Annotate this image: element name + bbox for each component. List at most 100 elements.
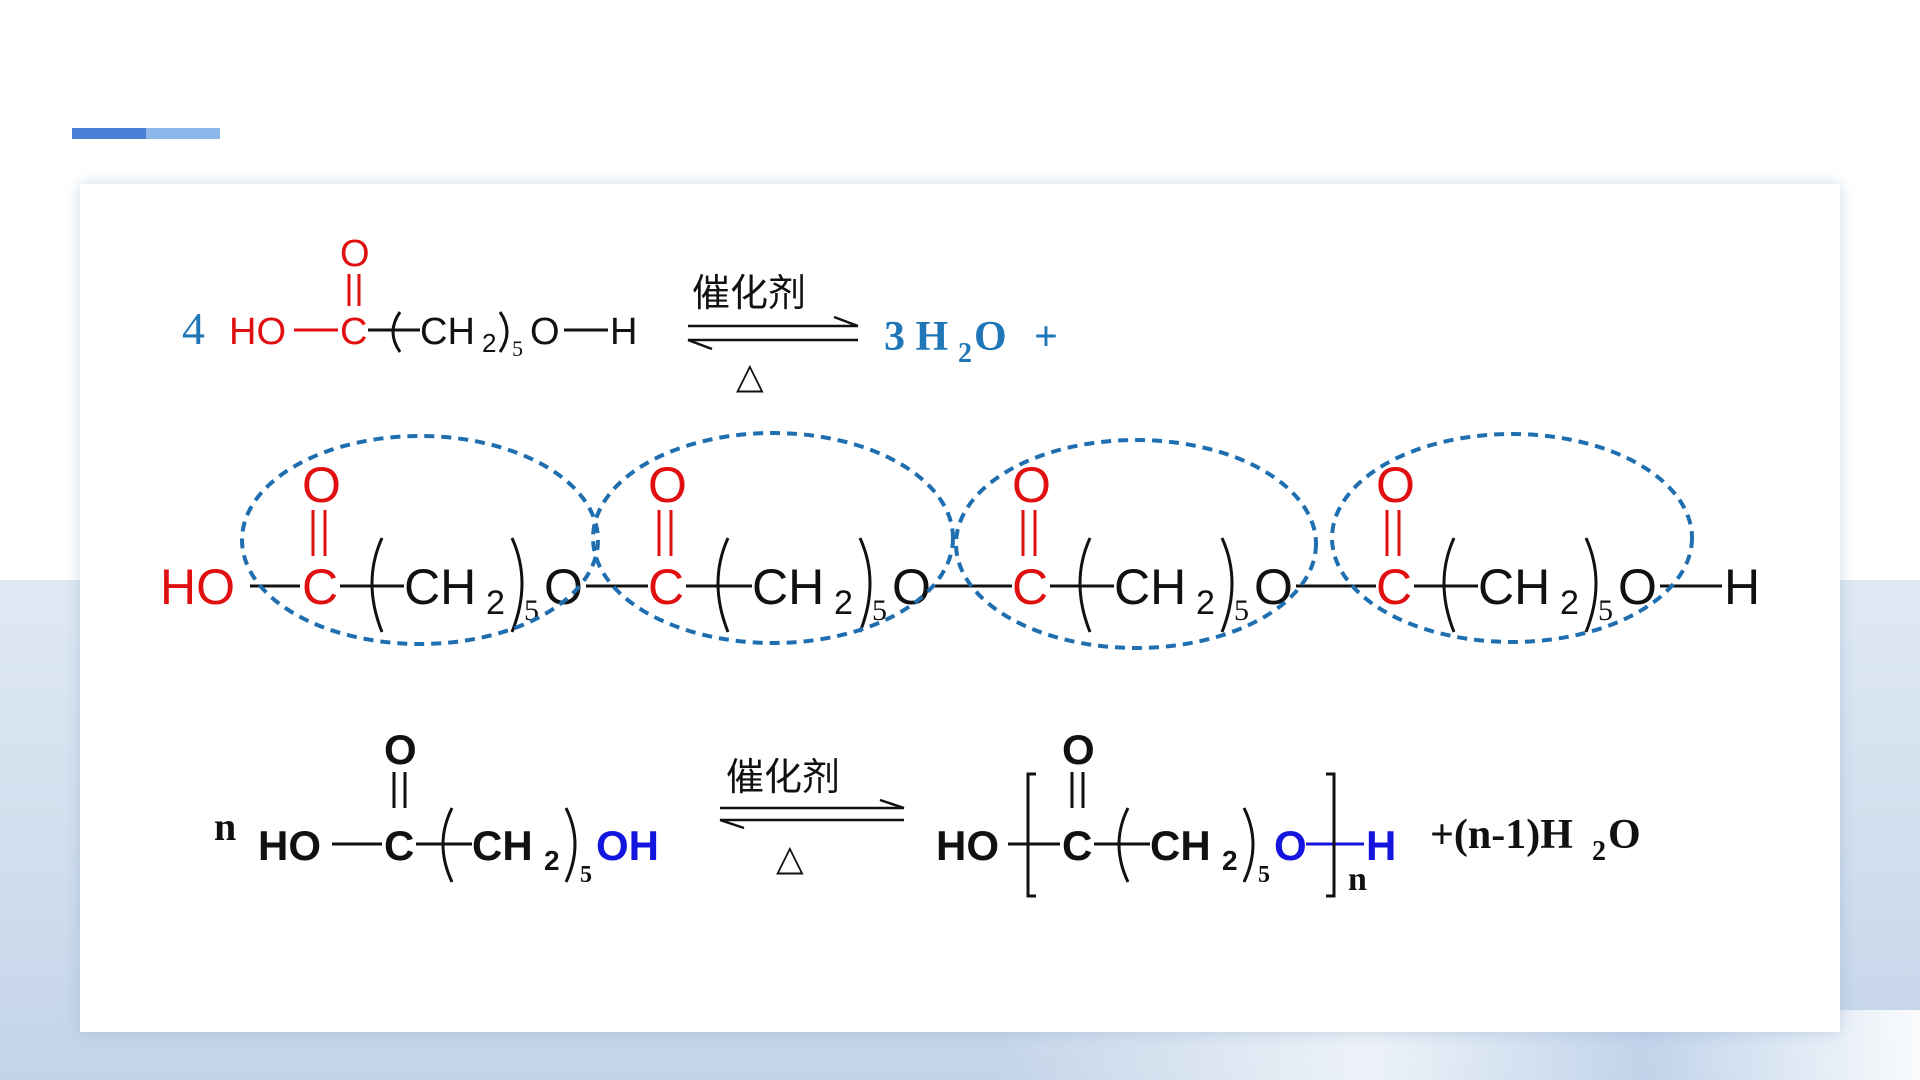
eq2-product-ch: CH — [1150, 822, 1211, 869]
eq2-product-subscript-n: n — [1348, 861, 1367, 898]
eq2-close-paren — [564, 807, 577, 883]
eq2-reactant-carbonyl-oxygen: O — [384, 726, 417, 773]
eq1-coefficient: 4 — [182, 303, 205, 354]
eq2-reverse-arrow-head — [719, 818, 745, 830]
polyester-chain: HO O C CH 2 5 O O C CH 2 — [160, 431, 1760, 650]
chain-unit-4-ch: CH — [1478, 559, 1550, 615]
chain-unit-3: O C CH 2 5 O — [934, 457, 1293, 633]
eq1-heat-symbol: △ — [736, 356, 764, 397]
eq1-reactant-sub5: 5 — [512, 336, 523, 361]
chain-terminal-h: H — [1724, 559, 1760, 615]
chain-unit-1-close-paren — [510, 537, 524, 633]
reaction-diagram: 4 O HO C CH 2 5 O H 催化剂 △ 3 H — [160, 233, 1760, 898]
chain-unit-4-open-paren — [1442, 537, 1456, 633]
chain-unit-1-ch: CH — [404, 559, 476, 615]
chain-unit-1-carbon: C — [302, 559, 338, 615]
repeat-unit-ellipse-1 — [240, 434, 600, 646]
eq1-close-paren — [498, 311, 509, 353]
eq1-catalyst-label: 催化剂 — [692, 271, 806, 315]
chain-unit-3-ch: CH — [1114, 559, 1186, 615]
eq2-product-close-paren — [1242, 807, 1255, 883]
eq1-open-paren — [391, 311, 402, 353]
eq1-reactant-oxygen: O — [530, 311, 560, 353]
eq2-catalyst-label: 催化剂 — [726, 755, 840, 799]
title-accent-bar — [72, 128, 220, 139]
chain-unit-3-carbonyl-oxygen: O — [1012, 457, 1051, 513]
chain-unit-3-close-paren — [1220, 537, 1234, 633]
eq1-reactant-carbon: C — [340, 311, 367, 353]
eq2-product-oxygen: O — [1274, 822, 1307, 869]
eq2-open-paren — [441, 807, 454, 883]
eq2-product-ho: HO — [936, 822, 999, 869]
chain-unit-2-sub2: 2 — [834, 584, 853, 622]
repeat-unit-ellipse-4 — [1330, 432, 1694, 644]
chain-unit-2-close-paren — [858, 537, 872, 633]
eq2-product-hydrogen: H — [1366, 822, 1396, 869]
repeat-unit-ellipse-2 — [591, 431, 955, 645]
eq2-reactant-ch: CH — [472, 822, 533, 869]
eq2-product-open-paren — [1117, 807, 1130, 883]
eq1-equilibrium-arrow: 催化剂 △ — [687, 271, 859, 397]
eq2-byproduct-water-o: O — [1608, 812, 1641, 858]
eq1-product-water-sub: 2 — [958, 338, 972, 369]
chain-unit-4-sub5: 5 — [1598, 594, 1613, 627]
eq1-reverse-arrow-head — [687, 338, 713, 351]
eq2-reactant-hydroxyl: OH — [596, 822, 659, 869]
chain-terminal-ho: HO — [160, 559, 235, 615]
equation-1: 4 O HO C CH 2 5 O H 催化剂 △ 3 H — [182, 233, 1058, 397]
eq1-reactant-ho: HO — [229, 311, 286, 353]
eq2-heat-symbol: △ — [776, 838, 804, 879]
eq2-forward-arrow-head — [879, 798, 905, 810]
eq1-product-water-o: O — [974, 314, 1007, 360]
eq2-product-carbon: C — [1062, 822, 1092, 869]
eq2-reactant-ho: HO — [258, 822, 321, 869]
chain-unit-4-carbon: C — [1376, 559, 1412, 615]
content-card: 4 O HO C CH 2 5 O H 催化剂 △ 3 H — [80, 184, 1840, 1032]
eq1-reactant-sub2: 2 — [482, 328, 496, 358]
chain-unit-2-ch: CH — [752, 559, 824, 615]
chain-unit-3-carbon: C — [1012, 559, 1048, 615]
chain-unit-1: O C CH 2 5 O — [250, 457, 583, 633]
equation-2: n O HO C CH 2 5 OH 催化剂 △ HO — [214, 726, 1641, 898]
chain-unit-2-carbon: C — [648, 559, 684, 615]
eq1-forward-arrow-head — [833, 315, 859, 328]
chain-unit-1-open-paren — [370, 537, 384, 633]
chain-unit-4: O C CH 2 5 O — [1296, 457, 1657, 633]
chain-unit-1-carbonyl-oxygen: O — [302, 457, 341, 513]
chain-unit-4-close-paren — [1584, 537, 1598, 633]
eq2-product-sub5: 5 — [1258, 862, 1270, 888]
chain-unit-2-carbonyl-oxygen: O — [648, 457, 687, 513]
eq1-product-water: 3 H — [884, 314, 948, 360]
eq1-reactant: O HO C CH 2 5 O H — [229, 233, 637, 361]
eq2-reactant: O HO C CH 2 5 OH — [258, 726, 659, 888]
eq2-byproduct-water: +(n-1)H — [1430, 812, 1573, 858]
eq2-reactant-sub2: 2 — [544, 845, 560, 876]
chain-unit-3-sub5: 5 — [1234, 594, 1249, 627]
chain-unit-4-sub2: 2 — [1560, 584, 1579, 622]
chain-unit-3-ester-oxygen: O — [1254, 559, 1293, 615]
chain-unit-2: O C CH 2 5 O — [586, 457, 931, 633]
chain-unit-3-sub2: 2 — [1196, 584, 1215, 622]
eq2-equilibrium-arrow: 催化剂 △ — [719, 755, 905, 879]
chain-unit-1-sub2: 2 — [486, 584, 505, 622]
eq2-product-left-bracket — [1026, 772, 1036, 898]
eq2-product-sub2: 2 — [1222, 845, 1238, 876]
eq1-reactant-carbonyl-oxygen: O — [340, 233, 370, 275]
chain-unit-2-sub5: 5 — [872, 594, 887, 627]
eq2-reactant-carbon: C — [384, 822, 414, 869]
chain-unit-2-open-paren — [716, 537, 730, 633]
chain-unit-3-open-paren — [1078, 537, 1092, 633]
chain-unit-2-ester-oxygen: O — [892, 559, 931, 615]
eq1-reactant-hydrogen: H — [610, 311, 637, 353]
eq2-byproduct: +(n-1)H 2 O — [1430, 812, 1641, 867]
repeat-unit-ellipse-3 — [954, 438, 1318, 650]
eq2-product-polymer: HO O C CH 2 5 O n H — [936, 726, 1396, 898]
eq2-product-carbonyl-oxygen: O — [1062, 726, 1095, 773]
eq2-coefficient: n — [214, 804, 236, 849]
eq2-product-right-bracket — [1326, 772, 1336, 898]
eq1-reactant-ch: CH — [420, 311, 475, 353]
eq1-plus: + — [1034, 314, 1058, 360]
eq2-reactant-sub5: 5 — [580, 862, 592, 888]
eq1-product: 3 H 2 O + — [884, 314, 1058, 369]
chain-unit-4-ester-oxygen: O — [1618, 559, 1657, 615]
